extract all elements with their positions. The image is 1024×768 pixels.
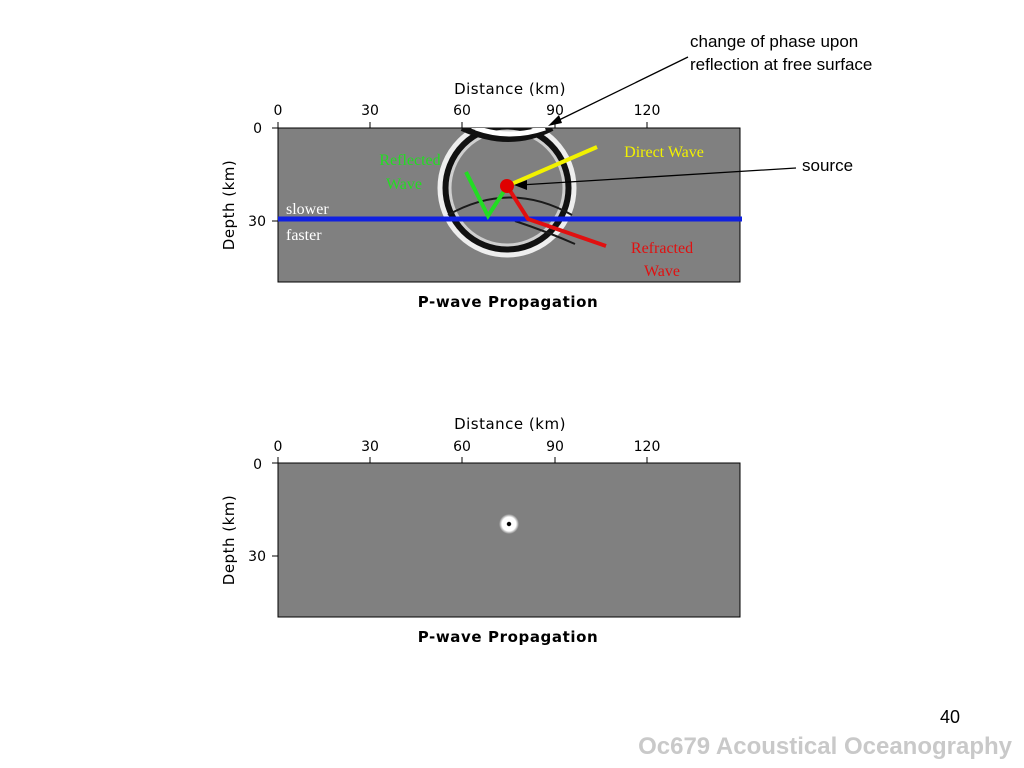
interface-reflection-arc bbox=[447, 196, 573, 216]
direct-wave-label: Direct Wave bbox=[624, 144, 704, 161]
y-tick-label: 0 bbox=[253, 457, 262, 473]
direct-wave-ray bbox=[506, 145, 598, 188]
x-tick-label: 90 bbox=[546, 103, 564, 119]
wavefronts bbox=[437, 128, 577, 258]
course-footer: Oc679 Acoustical Oceanography bbox=[638, 733, 1012, 760]
head-wave bbox=[514, 220, 576, 245]
x-ticks: 0 30 60 90 120 bbox=[274, 439, 661, 463]
x-tick-label: 120 bbox=[634, 439, 661, 455]
x-ticks: 0 30 60 90 120 bbox=[274, 103, 661, 128]
direct-wavefront-halo bbox=[437, 128, 577, 258]
initial-source-pulse bbox=[499, 514, 519, 534]
surface-white-band bbox=[475, 128, 546, 137]
y-tick-label: 30 bbox=[248, 214, 266, 230]
plot-title: P-wave Propagation bbox=[418, 628, 599, 646]
direct-wavefront bbox=[442, 128, 572, 253]
x-tick-label: 0 bbox=[274, 103, 283, 119]
reflected-wave-label-2: Wave bbox=[386, 176, 422, 193]
x-axis-title: Distance (km) bbox=[454, 80, 566, 98]
x-tick-label: 60 bbox=[453, 103, 471, 119]
x-tick-label: 120 bbox=[634, 103, 661, 119]
annotation-line: change of phase upon bbox=[690, 32, 859, 51]
refracted-wave-label-1: Refracted bbox=[631, 240, 693, 257]
annotation-arrows bbox=[514, 56, 797, 190]
reflected-wave-label-1: Reflected bbox=[379, 152, 440, 169]
annotation-line: reflection at free surface bbox=[690, 55, 873, 74]
x-tick-label: 0 bbox=[274, 439, 283, 455]
refracted-wave-ray bbox=[505, 184, 607, 248]
y-axis-title: Depth (km) bbox=[220, 160, 238, 250]
phase-change-pointer bbox=[554, 56, 689, 123]
y-tick-label: 0 bbox=[253, 121, 262, 137]
direct-wavefront-inner bbox=[448, 129, 566, 247]
source-pointer bbox=[519, 167, 797, 186]
x-axis-title: Distance (km) bbox=[454, 415, 566, 433]
reflected-wavefront-surface bbox=[460, 128, 554, 142]
y-tick-label: 30 bbox=[248, 549, 266, 565]
source-arrowhead bbox=[514, 180, 527, 190]
phase-change-annotation: change of phase upon reflection at free … bbox=[690, 30, 872, 76]
wavefield-panel bbox=[277, 462, 741, 618]
source-annotation: source bbox=[802, 156, 854, 175]
plot-title: P-wave Propagation bbox=[418, 293, 599, 311]
slower-label: slower bbox=[286, 201, 329, 218]
y-axis-title: Depth (km) bbox=[220, 495, 238, 585]
plot-1: Distance (km) 0 30 60 90 120 0 30 Depth … bbox=[220, 80, 742, 311]
y-ticks: 0 30 bbox=[248, 121, 278, 230]
source-marker bbox=[500, 179, 514, 193]
faster-label: faster bbox=[286, 227, 322, 244]
refracted-wave-label-2: Wave bbox=[644, 263, 680, 280]
reflected-wave-ray bbox=[464, 171, 508, 221]
y-ticks: 0 30 bbox=[248, 457, 278, 565]
x-tick-label: 30 bbox=[361, 439, 379, 455]
x-tick-label: 90 bbox=[546, 439, 564, 455]
plot-2: Distance (km) 0 30 60 90 120 0 30 Depth … bbox=[220, 415, 741, 646]
x-tick-label: 30 bbox=[361, 103, 379, 119]
x-tick-label: 60 bbox=[453, 439, 471, 455]
page-number: 40 bbox=[940, 707, 961, 727]
phase-change-arrowhead bbox=[548, 115, 562, 126]
